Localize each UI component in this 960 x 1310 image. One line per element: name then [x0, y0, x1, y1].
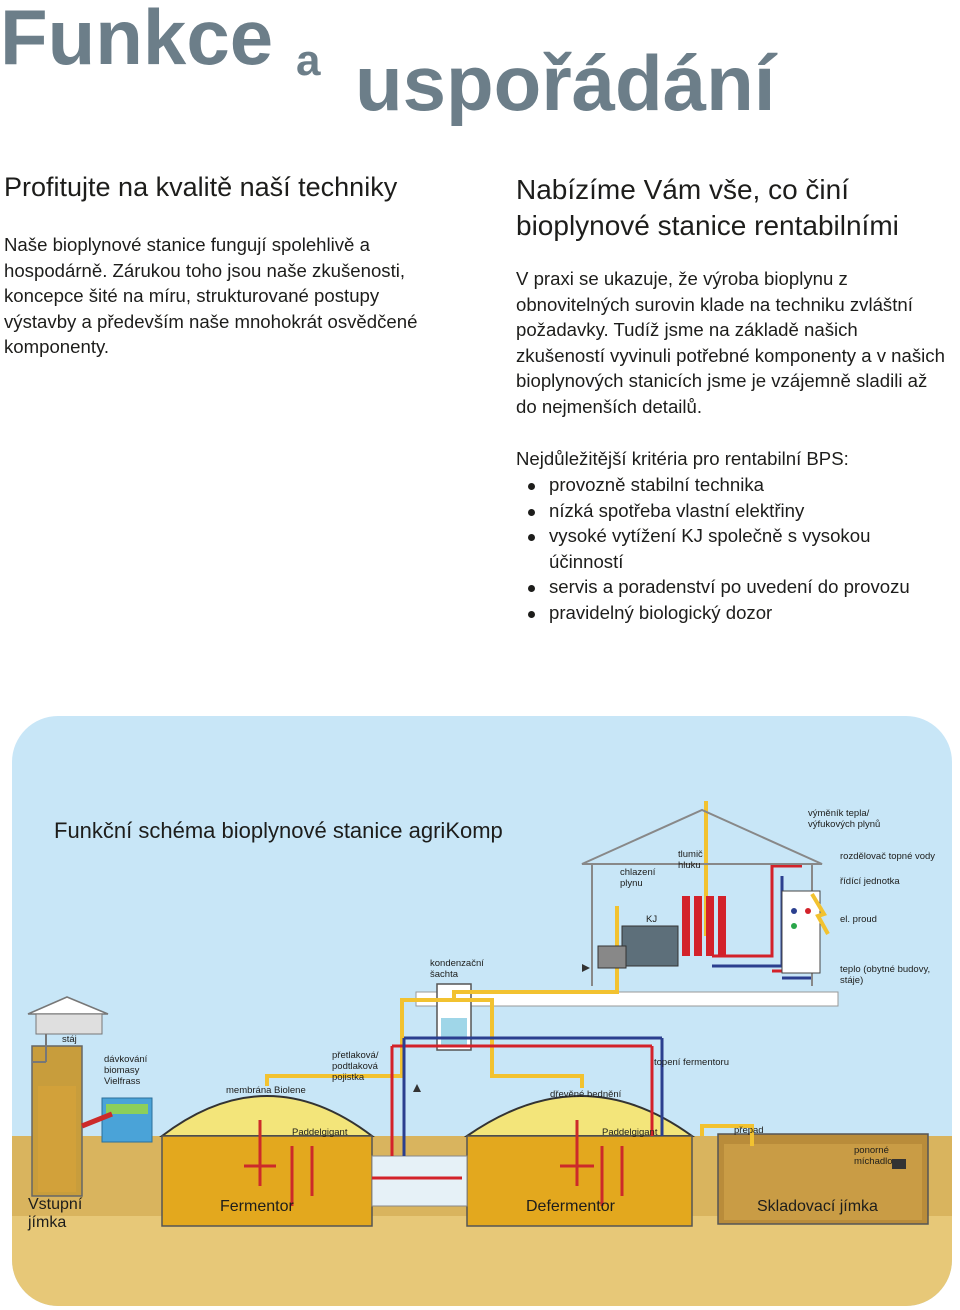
diagram-panel [12, 716, 952, 1306]
right-heading: Nabízíme Vám vše, co činí bioplynové sta… [516, 174, 899, 241]
valve-icon [582, 964, 590, 972]
label-overflow: přepad [734, 1125, 764, 1136]
defermenter-dome [463, 1095, 696, 1137]
label-chp: KJ [646, 914, 658, 925]
label-paddle-2: Paddelgigant [602, 1127, 658, 1138]
intake-pit-fill [38, 1086, 76, 1192]
ground-lower [12, 1216, 952, 1306]
page-title: Funkce [0, 0, 274, 81]
valve-icon [413, 1084, 421, 1092]
right-paragraph: V praxi se ukazuje, že výroba bioplynu z… [516, 268, 945, 417]
criteria-item: vysoké vytížení KJ společně s vysokou úč… [516, 523, 946, 574]
label-membrane: membrána Biolene [226, 1085, 306, 1096]
criteria-item: pravidelný biologický dozor [516, 600, 946, 626]
stable-building [35, 1013, 103, 1035]
left-heading: Profitujte na kvalitě naší techniky [4, 172, 398, 202]
chp-unit [621, 925, 679, 967]
label-heat-exchanger: výměník tepla/ výfukových plynů [808, 808, 881, 830]
label-gas-cooling: chlazení plynu [620, 867, 656, 889]
submersible-mixer [892, 1159, 906, 1169]
engine-house-roof [581, 808, 823, 865]
fermenter-dome [159, 1095, 375, 1137]
label-condensate-shaft: kondenzační šachta [430, 958, 484, 980]
hot-water-pipes [372, 864, 812, 1180]
fermenter-tank [161, 1135, 373, 1227]
label-control-unit: řídící jednotka [840, 876, 900, 887]
criteria-title: Nejdůležitější kritéria pro rentabilní B… [516, 448, 849, 469]
label-biomass-dosing: dávkování biomasy Vielfrass [104, 1054, 148, 1087]
page-title-connector: a [296, 36, 321, 85]
paddle-agitator-1 [244, 1120, 314, 1206]
label-electric-current: el. proud [840, 914, 877, 925]
criteria-item: provozně stabilní technika [516, 472, 946, 498]
label-hot-water-distributor: rozdělovač topné vody [840, 851, 936, 862]
stable-roof [27, 996, 109, 1015]
label-fermenter-heating: topení fermentoru [654, 1057, 729, 1068]
page-subtitle: uspořádání [355, 39, 776, 127]
label-storage-tank: Skladovací jímka [757, 1198, 878, 1215]
label-intake-pit: Vstupní jímka [28, 1196, 83, 1231]
defermenter-tank [466, 1135, 693, 1227]
criteria-list: provozně stabilní technika nízká spotřeb… [516, 472, 946, 626]
criteria-item: nízká spotřeba vlastní elektřiny [516, 498, 946, 524]
label-heat: teplo (obytné budovy, stáje) [840, 964, 931, 986]
criteria-item: servis a poradenství po uvedení do provo… [516, 574, 946, 600]
label-stable: stáj [62, 1034, 77, 1045]
label-paddle-1: Paddelgigant [292, 1127, 348, 1138]
label-wooden-floor: dřevěné bednění [550, 1089, 622, 1100]
label-submersible-mixer: ponorné míchadlo [854, 1145, 893, 1167]
heat-exchanger [682, 896, 726, 956]
diagram-title: Funkční schéma bioplynové stanice agriKo… [54, 818, 503, 843]
control-cabinet [781, 890, 821, 974]
middle-pit [371, 1155, 468, 1207]
label-pressure-valve: přetlaková/ podtlaková pojistka [332, 1050, 379, 1083]
label-silencer: tlumič hluku [678, 849, 703, 871]
left-paragraph: Naše bioplynové stanice fungují spolehli… [4, 234, 418, 358]
label-fermenter: Fermentor [220, 1198, 294, 1215]
lightning-icon [810, 892, 830, 935]
biogas-plant-diagram [12, 801, 952, 1306]
paddle-agitator-2 [560, 1120, 624, 1206]
label-defermenter: Defermentor [526, 1198, 615, 1215]
